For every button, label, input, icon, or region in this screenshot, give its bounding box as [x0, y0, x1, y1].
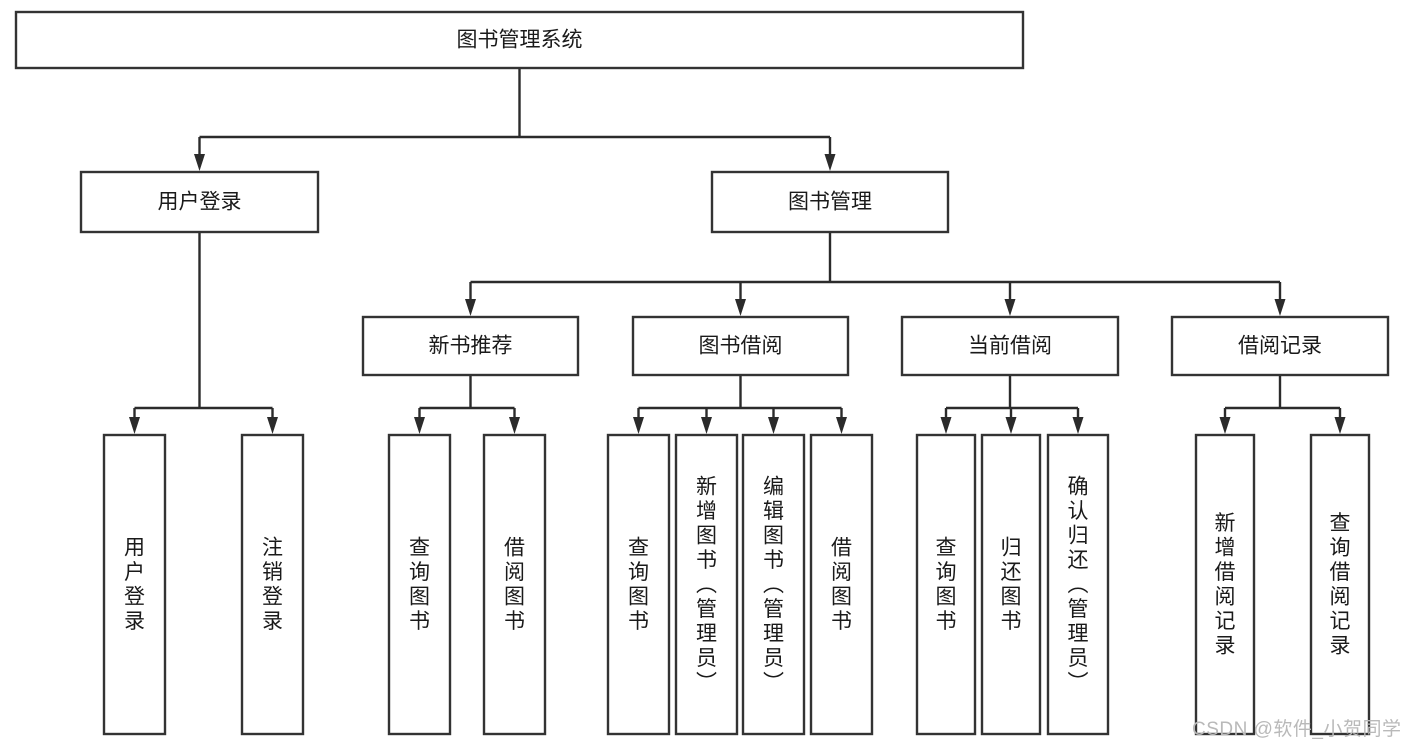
node-box-nb-borrow-book[interactable]	[482, 433, 547, 736]
leaf-user-login-do[interactable]: 用户登录	[102, 433, 167, 736]
leaf-bb-edit-book[interactable]: 编辑图书︵管理员︶	[741, 433, 806, 736]
arrow-head-icon	[509, 417, 520, 434]
node-box-cb-confirm-return[interactable]	[1046, 433, 1110, 736]
node-box-user-login-do[interactable]	[102, 433, 167, 736]
node-book-manage[interactable]: 图书管理	[710, 170, 950, 234]
node-label-borrow-record: 借阅记录	[1238, 335, 1322, 358]
node-box-book-borrow[interactable]	[631, 315, 850, 377]
arrow-head-icon	[633, 417, 644, 434]
node-label-bb-add-book: 新增图书︵管理员︶	[696, 475, 717, 694]
node-label-user-login: 用户登录	[158, 191, 242, 214]
node-label-bb-borrow-book: 借阅图书	[831, 537, 852, 634]
node-box-borrow-record[interactable]	[1170, 315, 1390, 377]
node-label-br-add-record: 新增借阅记录	[1215, 512, 1236, 658]
node-box-bb-add-book[interactable]	[674, 433, 739, 736]
leaf-bb-query-book[interactable]: 查询图书	[606, 433, 671, 736]
node-label-bb-edit-book: 编辑图书︵管理员︶	[763, 475, 784, 694]
node-label-new-book-recommend: 新书推荐	[429, 335, 513, 358]
arrow-head-icon	[1004, 299, 1016, 316]
node-box-bb-edit-book[interactable]	[741, 433, 806, 736]
arrow-head-icon	[129, 417, 140, 434]
node-label-nb-query-book: 查询图书	[409, 537, 430, 634]
node-current-borrow[interactable]: 当前借阅	[900, 315, 1120, 377]
node-label-br-query-record: 查询借阅记录	[1330, 512, 1351, 658]
arrow-head-icon	[940, 417, 952, 434]
arrow-head-icon	[1072, 417, 1084, 434]
node-label-user-logout: 注销登录	[262, 537, 283, 634]
leaf-nb-borrow-book[interactable]: 借阅图书	[482, 433, 547, 736]
arrow-head-icon	[836, 417, 847, 434]
node-label-root: 图书管理系统	[457, 29, 583, 52]
leaf-cb-return-book[interactable]: 归还图书	[980, 433, 1042, 736]
arrow-head-icon	[1005, 417, 1017, 434]
node-box-new-book-recommend[interactable]	[361, 315, 580, 377]
node-label-book-manage: 图书管理	[788, 191, 872, 214]
leaf-bb-borrow-book[interactable]: 借阅图书	[809, 433, 874, 736]
node-box-user-logout[interactable]	[240, 433, 305, 736]
node-box-bb-borrow-book[interactable]	[809, 433, 874, 736]
leaf-nb-query-book[interactable]: 查询图书	[387, 433, 452, 736]
arrow-head-icon	[1334, 417, 1346, 434]
node-book-borrow[interactable]: 图书借阅	[631, 315, 850, 377]
node-box-br-add-record[interactable]	[1194, 433, 1256, 736]
arrow-head-icon	[465, 299, 476, 316]
node-box-cb-return-book[interactable]	[980, 433, 1042, 736]
arrow-head-icon	[1219, 417, 1231, 434]
node-box-cb-query-book[interactable]	[915, 433, 977, 736]
arrow-head-icon	[701, 417, 712, 434]
node-label-user-login-do: 用户登录	[124, 537, 145, 634]
arrow-head-icon	[768, 417, 779, 434]
csdn-watermark: CSDN @软件_小贺同学	[1192, 719, 1402, 740]
node-label-cb-return-book: 归还图书	[1001, 537, 1022, 634]
node-box-bb-query-book[interactable]	[606, 433, 671, 736]
node-box-book-manage[interactable]	[710, 170, 950, 234]
arrow-head-icon	[414, 417, 425, 434]
node-box-br-query-record[interactable]	[1309, 433, 1371, 736]
node-borrow-record[interactable]: 借阅记录	[1170, 315, 1390, 377]
leaf-br-query-record[interactable]: 查询借阅记录	[1309, 433, 1371, 736]
node-root-root[interactable]: 图书管理系统	[14, 10, 1025, 70]
node-label-current-borrow: 当前借阅	[968, 335, 1052, 358]
node-label-cb-confirm-return: 确认归还︵管理员︶	[1068, 475, 1089, 694]
leaf-br-add-record[interactable]: 新增借阅记录	[1194, 433, 1256, 736]
node-user-login[interactable]: 用户登录	[79, 170, 320, 234]
node-box-nb-query-book[interactable]	[387, 433, 452, 736]
arrow-head-icon	[267, 417, 278, 434]
node-box-user-login[interactable]	[79, 170, 320, 234]
nodes-layer: 图书管理系统用户登录图书管理用户登录注销登录新书推荐查询图书借阅图书图书借阅查询…	[14, 10, 1390, 736]
node-label-book-borrow: 图书借阅	[699, 335, 783, 358]
leaf-bb-add-book[interactable]: 新增图书︵管理员︶	[674, 433, 739, 736]
arrow-head-icon	[735, 299, 746, 316]
node-box-root[interactable]	[14, 10, 1025, 70]
arrow-head-icon	[194, 154, 205, 171]
arrow-head-icon	[824, 154, 836, 171]
connectors-layer	[129, 68, 1346, 434]
arrow-head-icon	[1274, 299, 1286, 316]
leaf-user-logout[interactable]: 注销登录	[240, 433, 305, 736]
node-label-nb-borrow-book: 借阅图书	[504, 537, 525, 634]
node-box-current-borrow[interactable]	[900, 315, 1120, 377]
node-label-cb-query-book: 查询图书	[936, 537, 957, 634]
leaf-cb-query-book[interactable]: 查询图书	[915, 433, 977, 736]
node-label-bb-query-book: 查询图书	[628, 537, 649, 634]
node-new-book-recommend[interactable]: 新书推荐	[361, 315, 580, 377]
leaf-cb-confirm-return[interactable]: 确认归还︵管理员︶	[1046, 433, 1110, 736]
